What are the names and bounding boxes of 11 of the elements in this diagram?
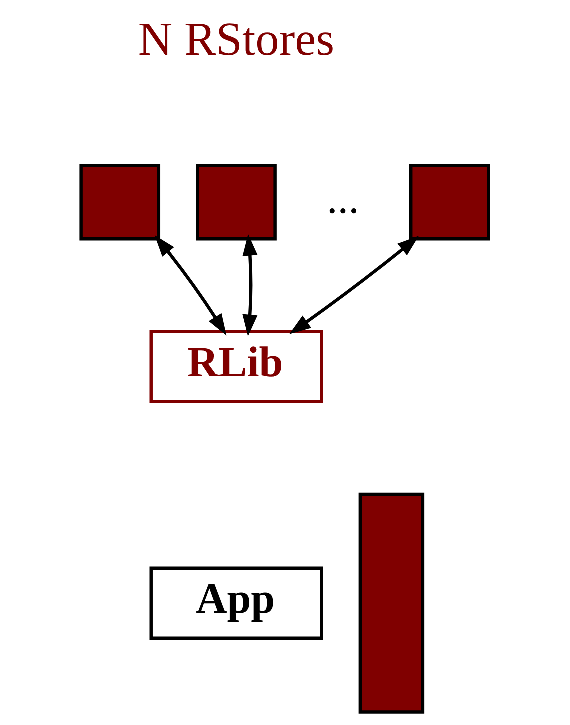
node-box: [80, 164, 161, 241]
arrow: [242, 234, 258, 336]
node-box: RLib: [150, 330, 324, 404]
node-box: [409, 164, 490, 241]
node-box: [196, 164, 277, 241]
node-box: App: [150, 566, 324, 640]
arrow: [290, 236, 420, 334]
arrow: [154, 235, 227, 336]
label: ...: [327, 176, 360, 224]
label: N RStores: [138, 14, 335, 66]
node-box: [358, 492, 425, 714]
